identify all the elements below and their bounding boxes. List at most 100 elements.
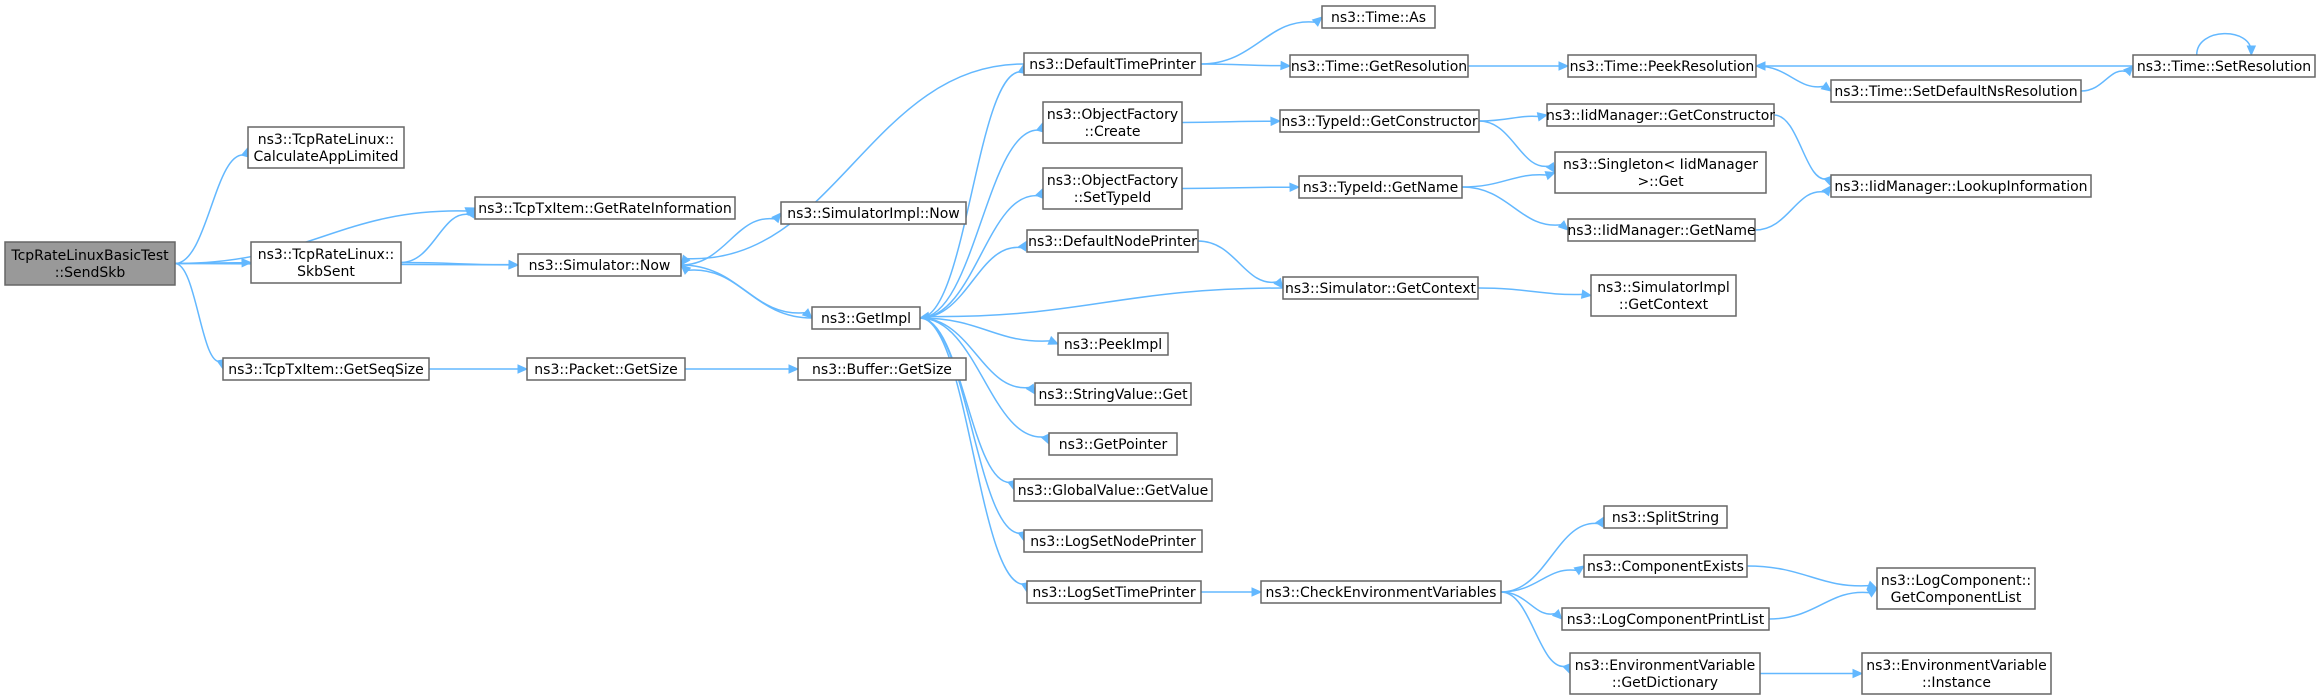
node-label: ::GetDictionary xyxy=(1612,675,1718,691)
node-box xyxy=(1567,54,1757,78)
node-simImplGetContext[interactable]: ns3::SimulatorImpl::GetContext xyxy=(1590,274,1737,317)
node-defaultNodePrinter[interactable]: ns3::DefaultNodePrinter xyxy=(1026,229,1199,253)
edge-timePeekResolution-to-timeSetDefaultNsRes xyxy=(1755,65,1825,88)
node-box xyxy=(1567,218,1756,242)
node-getRateInfo[interactable]: ns3::TcpTxItem::GetRateInformation xyxy=(474,196,736,220)
node-box xyxy=(1289,54,1469,78)
edge-iidGetConstructor-to-iidLookupInformation xyxy=(1773,114,1829,180)
node-label: ns3::Time::GetResolution xyxy=(1291,59,1467,75)
node-box xyxy=(222,357,430,381)
edge-arrowhead xyxy=(918,311,931,321)
node-typeIdGetName[interactable]: ns3::TypeId::GetName xyxy=(1298,175,1463,199)
node-label: GetComponentList xyxy=(1891,590,2022,606)
node-box xyxy=(1023,52,1202,76)
node-getPointer[interactable]: ns3::GetPointer xyxy=(1048,432,1178,456)
edge-arrowhead xyxy=(517,364,529,374)
node-label: ::Create xyxy=(1085,124,1141,140)
node-timeSetResolution[interactable]: ns3::Time::SetResolution xyxy=(2132,54,2316,78)
node-root[interactable]: TcpRateLinuxBasicTest::SendSkb xyxy=(4,241,176,286)
node-label: ns3::Singleton< IidManager xyxy=(1563,157,1758,173)
node-simImplNow[interactable]: ns3::SimulatorImpl::Now xyxy=(780,201,967,225)
node-iidLookupInformation[interactable]: ns3::IidManager::LookupInformation xyxy=(1830,174,2092,198)
node-envVarInstance[interactable]: ns3::EnvironmentVariable::Instance xyxy=(1861,652,2052,695)
node-logCompGetComponentList[interactable]: ns3::LogComponent::GetComponentList xyxy=(1876,567,2036,610)
node-label: ::Instance xyxy=(1922,675,1991,691)
node-label: ns3::SimulatorImpl xyxy=(1597,280,1730,296)
node-envVarGetDictionary[interactable]: ns3::EnvironmentVariable::GetDictionary xyxy=(1569,652,1761,695)
node-skbSent[interactable]: ns3::TcpRateLinux::SkbSent xyxy=(250,241,402,284)
node-singletonGet[interactable]: ns3::Singleton< IidManager >::Get xyxy=(1554,151,1767,194)
node-logComponentPrintList[interactable]: ns3::LogComponentPrintList xyxy=(1561,607,1770,631)
node-label: ns3::IidManager::GetName xyxy=(1567,223,1755,239)
node-label: ns3::LogComponent:: xyxy=(1881,573,2031,589)
node-checkEnvVars[interactable]: ns3::CheckEnvironmentVariables xyxy=(1260,580,1502,604)
edge-getImpl-to-getPointer xyxy=(919,317,1046,438)
edge-timeSetDefaultNsRes-to-timeSetResolution xyxy=(2080,70,2128,92)
node-iidGetConstructor[interactable]: ns3::IidManager::GetConstructor xyxy=(1546,103,1775,127)
node-timeGetResolution[interactable]: ns3::Time::GetResolution xyxy=(1289,54,1469,78)
node-simNow[interactable]: ns3::Simulator::Now xyxy=(517,253,682,277)
node-label: ns3::LogSetNodePrinter xyxy=(1030,534,1196,550)
node-timeAs[interactable]: ns3::Time::As xyxy=(1321,5,1436,29)
node-label: ns3::TcpRateLinux:: xyxy=(258,132,395,148)
node-label: ns3::Simulator::GetContext xyxy=(1285,281,1477,297)
node-bufferGetSize[interactable]: ns3::Buffer::GetSize xyxy=(797,357,967,381)
node-typeIdGetConstructor[interactable]: ns3::TypeId::GetConstructor xyxy=(1279,109,1480,133)
edge-arrowhead xyxy=(1551,608,1563,620)
node-box xyxy=(1026,229,1199,253)
edge-typeIdGetConstructor-to-iidGetConstructor xyxy=(1478,115,1540,122)
edge-arrowhead xyxy=(1251,587,1263,597)
edge-arrowhead xyxy=(1034,187,1044,200)
node-label: ns3::GlobalValue::GetValue xyxy=(1018,483,1208,499)
node-box xyxy=(797,357,967,381)
node-getImpl[interactable]: ns3::GetImpl xyxy=(811,306,921,330)
node-box xyxy=(1603,505,1728,529)
node-label: ns3::TcpTxItem::GetRateInformation xyxy=(478,201,732,217)
node-defaultTimePrinter[interactable]: ns3::DefaultTimePrinter xyxy=(1023,52,1202,76)
node-box xyxy=(1048,432,1178,456)
node-simGetContext[interactable]: ns3::Simulator::GetContext xyxy=(1282,276,1479,300)
edge-arrowhead xyxy=(2246,45,2257,57)
node-box xyxy=(1554,151,1767,194)
edge-checkEnvVars-to-logComponentPrintList xyxy=(1500,591,1557,615)
node-label: ns3::TcpTxItem::GetSeqSize xyxy=(228,362,423,378)
node-label: ns3::Simulator::Now xyxy=(529,258,671,274)
node-calcAppLimited[interactable]: ns3::TcpRateLinux::CalculateAppLimited xyxy=(247,126,405,169)
node-box xyxy=(250,241,402,284)
edge-arrowhead xyxy=(1273,277,1284,289)
node-label: ::GetContext xyxy=(1619,297,1709,313)
edge-getImpl-to-simNow xyxy=(686,269,813,319)
node-iidGetName[interactable]: ns3::IidManager::GetName xyxy=(1567,218,1756,242)
node-splitString[interactable]: ns3::SplitString xyxy=(1603,505,1728,529)
edge-arrowhead xyxy=(680,264,692,275)
node-logSetTimePrinter[interactable]: ns3::LogSetTimePrinter xyxy=(1026,580,1202,604)
node-label: ns3::ComponentExists xyxy=(1587,559,1744,575)
node-label: ns3::ObjectFactory xyxy=(1047,173,1178,189)
edge-arrowhead xyxy=(1580,289,1593,299)
node-globalValueGetValue[interactable]: ns3::GlobalValue::GetValue xyxy=(1013,478,1213,502)
node-timePeekResolution[interactable]: ns3::Time::PeekResolution xyxy=(1567,54,1757,78)
node-peekImpl[interactable]: ns3::PeekImpl xyxy=(1057,332,1169,356)
node-objFactorySetTypeId[interactable]: ns3::ObjectFactory::SetTypeId xyxy=(1042,167,1183,210)
node-getSeqSize[interactable]: ns3::TcpTxItem::GetSeqSize xyxy=(222,357,430,381)
node-box xyxy=(4,241,176,286)
edge-arrowhead xyxy=(1866,580,1879,590)
node-logSetNodePrinter[interactable]: ns3::LogSetNodePrinter xyxy=(1023,529,1203,553)
edge-checkEnvVars-to-componentExists xyxy=(1500,569,1578,593)
edge-root-to-calcAppLimited xyxy=(174,154,246,265)
node-objFactoryCreate[interactable]: ns3::ObjectFactory::Create xyxy=(1042,101,1183,144)
node-box xyxy=(1026,580,1202,604)
node-label: ns3::SplitString xyxy=(1612,510,1719,526)
node-packetGetSize[interactable]: ns3::Packet::GetSize xyxy=(526,357,686,381)
edge-arrowhead xyxy=(1852,668,1864,679)
node-box xyxy=(1013,478,1213,502)
node-timeSetDefaultNsRes[interactable]: ns3::Time::SetDefaultNsResolution xyxy=(1830,79,2082,103)
node-label: ns3::LogSetTimePrinter xyxy=(1032,585,1196,601)
edge-getImpl-to-defaultTimePrinter xyxy=(919,71,1023,319)
node-stringValueGet[interactable]: ns3::StringValue::Get xyxy=(1034,382,1192,406)
node-label: ns3::DefaultNodePrinter xyxy=(1028,234,1197,250)
node-componentExists[interactable]: ns3::ComponentExists xyxy=(1583,554,1748,578)
edge-getImpl-to-defaultNodePrinter xyxy=(919,246,1023,319)
edge-typeIdGetConstructor-to-singletonGet xyxy=(1478,120,1551,168)
